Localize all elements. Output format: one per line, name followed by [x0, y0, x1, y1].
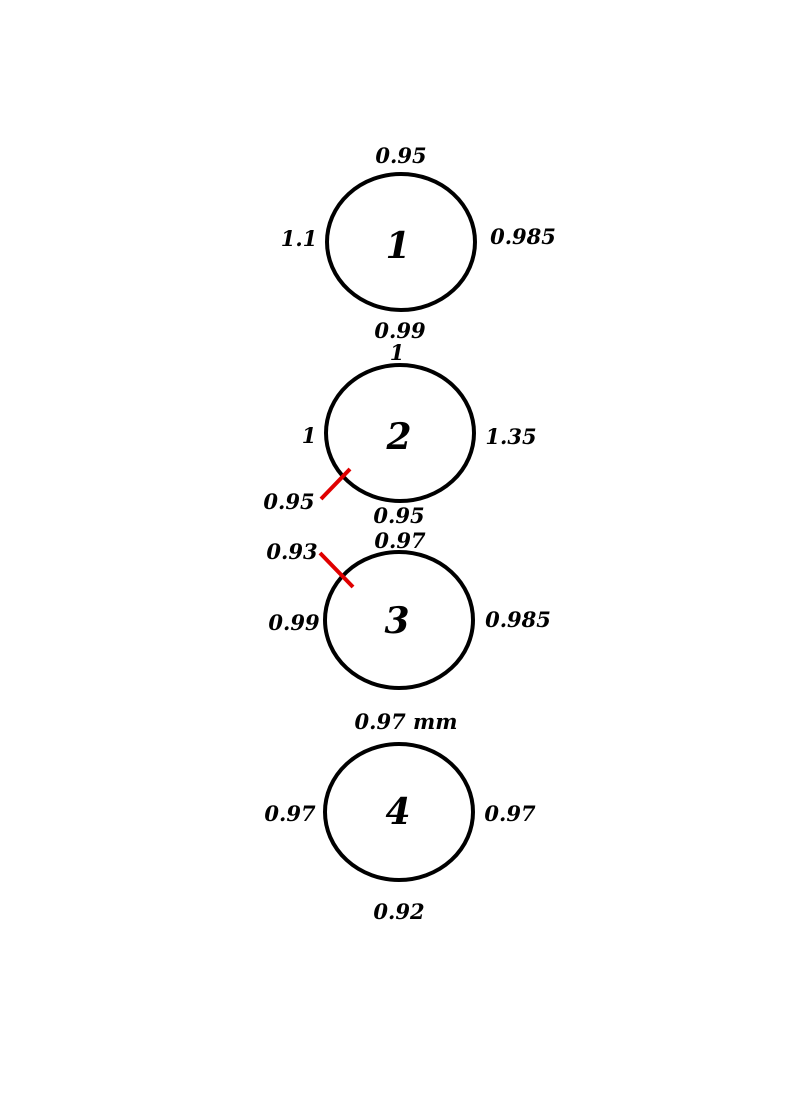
- circle-4-number: 4: [385, 791, 410, 833]
- circle-1-right-value: 0.985: [490, 224, 556, 249]
- circle-3-red-marker: [318, 551, 355, 589]
- circle-2-bottom-value: 0.95: [373, 503, 424, 528]
- circle-2-red-marker: [319, 467, 352, 501]
- circle-4-outline: [323, 742, 475, 882]
- circle-2-outline: [324, 363, 476, 503]
- circle-4-top-value: 0.97 mm: [355, 709, 458, 734]
- circle-3-marker-value: 0.93: [266, 539, 317, 564]
- circle-3-right-value: 0.985: [485, 607, 551, 632]
- circle-group-2: 2 1 1 1.35 0.95 0.95: [263, 340, 536, 528]
- circle-3-outline: [323, 550, 475, 690]
- circle-2-top-value: 1: [390, 340, 405, 365]
- circle-1-number: 1: [385, 225, 410, 267]
- circle-3-top-value: 0.97: [374, 528, 426, 553]
- circle-4-bottom-value: 0.92: [373, 899, 424, 924]
- circle-group-4: 4 0.97 mm 0.97 0.97 0.92: [264, 709, 536, 924]
- circle-2-left-value: 1: [302, 423, 317, 448]
- circle-3-left-value: 0.99: [268, 610, 320, 635]
- circle-group-1: 1 0.95 1.1 0.985 0.99: [281, 143, 556, 343]
- circle-2-marker-value: 0.95: [263, 489, 314, 514]
- circle-2-right-value: 1.35: [485, 424, 536, 449]
- circle-1-top-value: 0.95: [375, 143, 426, 168]
- circle-1-left-value: 1.1: [281, 226, 318, 251]
- circle-group-3: 3 0.97 0.99 0.985 0.93: [266, 528, 551, 690]
- circle-2-number: 2: [385, 416, 411, 458]
- circle-1-bottom-value: 0.99: [374, 318, 426, 343]
- circle-4-left-value: 0.97: [264, 801, 316, 826]
- circle-1-outline: [325, 172, 477, 312]
- circle-3-number: 3: [384, 600, 409, 642]
- circle-4-right-value: 0.97: [484, 801, 536, 826]
